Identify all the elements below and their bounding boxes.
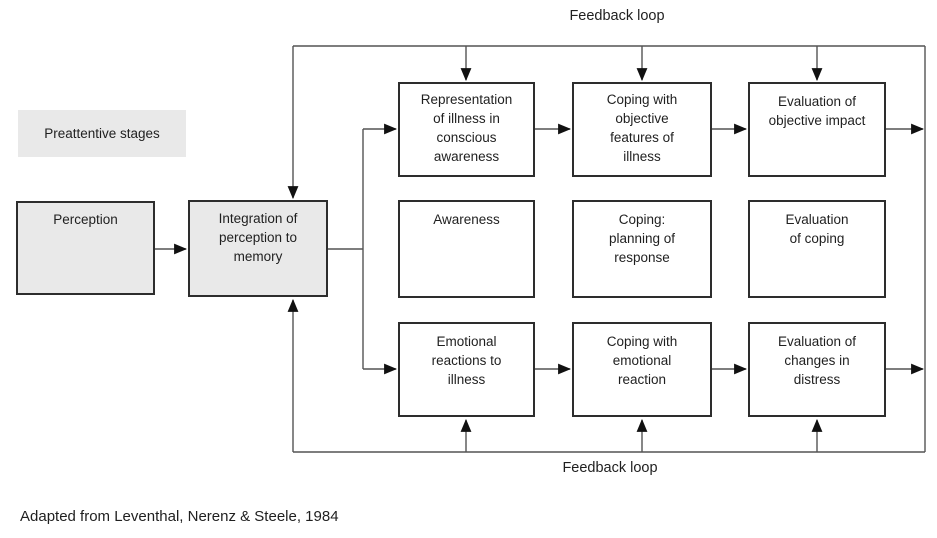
node-preattentive-stages: Preattentive stages [18, 110, 186, 157]
node-coping-objective: Coping with objective features of illnes… [572, 82, 712, 177]
node-evaluation-distress: Evaluation of changes in distress [748, 322, 886, 417]
node-evaluation-coping: Evaluation of coping [748, 200, 886, 298]
node-label: Perception [53, 212, 118, 227]
node-label: Evaluation of objective impact [768, 94, 866, 128]
node-emotional-reactions: Emotional reactions to illness [398, 322, 535, 417]
node-awareness: Awareness [398, 200, 535, 298]
feedback-loop-bottom-label: Feedback loop [562, 460, 658, 476]
node-evaluation-objective: Evaluation of objective impact [748, 82, 886, 177]
node-perception: Perception [16, 201, 155, 295]
node-integration: Integration of perception to memory [188, 200, 328, 297]
node-label: Coping with emotional reaction [606, 334, 678, 387]
node-label: Representation of illness in conscious a… [420, 92, 513, 164]
node-representation: Representation of illness in conscious a… [398, 82, 535, 177]
node-coping-planning: Coping: planning of response [572, 200, 712, 298]
source-caption: Adapted from Leventhal, Nerenz & Steele,… [20, 508, 339, 525]
node-label: Preattentive stages [44, 126, 160, 141]
node-label: Coping with objective features of illnes… [606, 92, 678, 164]
node-label: Emotional reactions to illness [431, 334, 502, 387]
node-label: Coping: planning of response [608, 212, 676, 265]
feedback-loop-top-line [293, 45, 926, 453]
node-label: Evaluation of changes in distress [777, 334, 857, 387]
node-coping-emotional: Coping with emotional reaction [572, 322, 712, 417]
feedback-loop-top-label: Feedback loop [569, 8, 665, 24]
node-label: Integration of perception to memory [218, 211, 298, 264]
connector-integration-branch [328, 123, 398, 375]
node-label: Evaluation of coping [785, 212, 849, 246]
node-label: Awareness [433, 212, 500, 227]
